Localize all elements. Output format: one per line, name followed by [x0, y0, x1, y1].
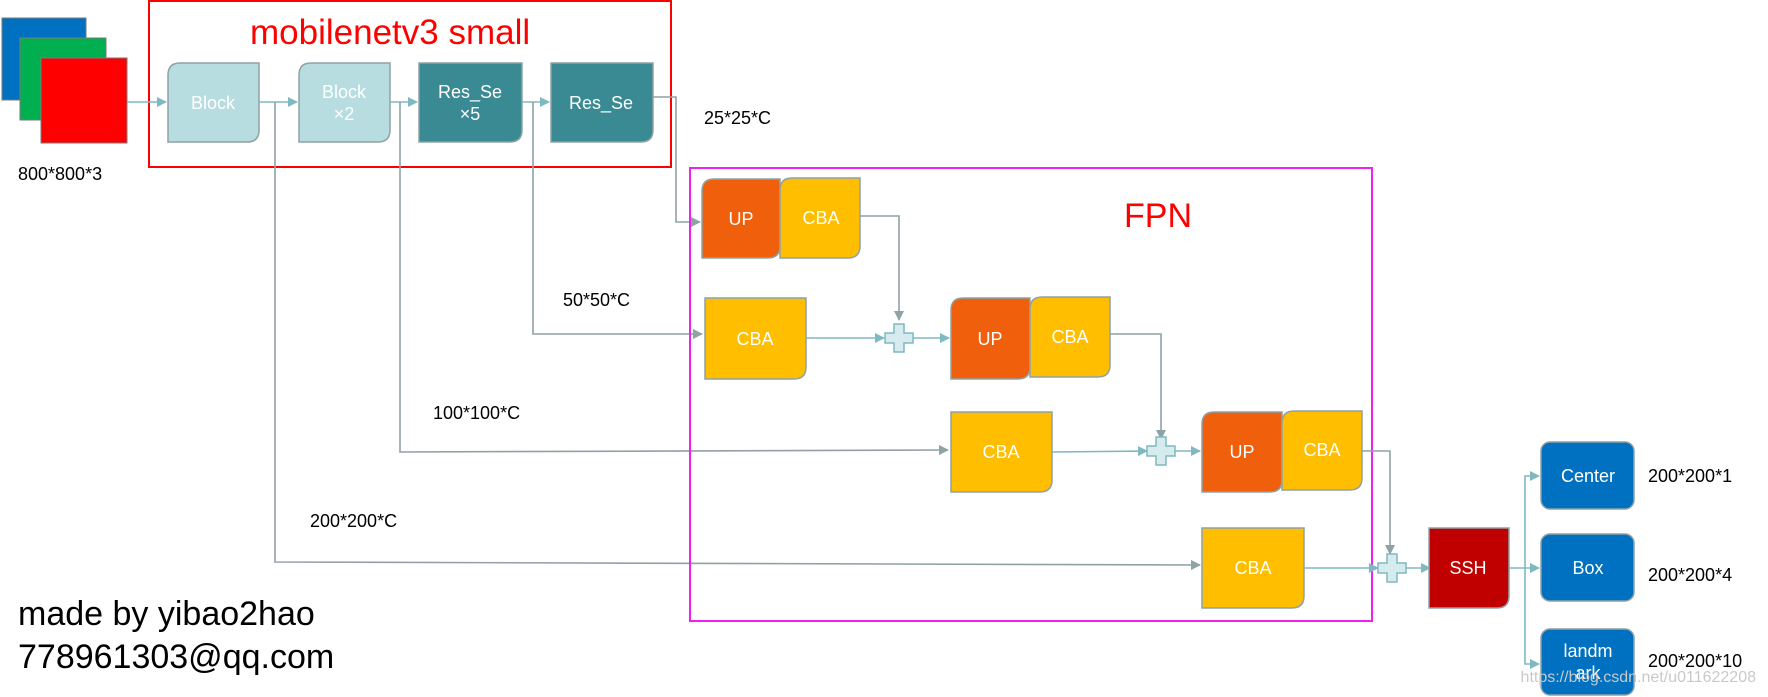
author-email: 778961303@qq.com	[18, 638, 335, 676]
head-center: Center	[1540, 441, 1635, 510]
fpn-up-2: UP	[950, 297, 1031, 380]
skip-connections	[274, 96, 1201, 570]
fpn-container	[689, 167, 1373, 622]
ssh-module: SSH	[1428, 527, 1510, 609]
backbone-block-3: Res_Se ×5	[418, 62, 523, 143]
fpn-title: FPN	[1124, 197, 1192, 235]
fpn-cba-lateral-2-label: CBA	[736, 329, 773, 349]
dim-label-50: 50*50*C	[563, 290, 630, 310]
author-name: made by yibao2hao	[18, 595, 315, 633]
fpn-cba-lateral-3-label: CBA	[982, 442, 1019, 462]
head-box-label: Box	[1572, 558, 1603, 578]
backbone-block-2-label: Block	[322, 82, 367, 102]
backbone-container	[148, 0, 672, 168]
fpn-add-icon-2	[1146, 436, 1176, 466]
fpn-up-2-label: UP	[977, 329, 1002, 349]
dim-label-200: 200*200*C	[310, 511, 397, 531]
fpn-cba-lateral-4: CBA	[1201, 527, 1305, 609]
fpn-up-3: UP	[1201, 411, 1283, 493]
head-landmark-label-line1: landm	[1563, 641, 1612, 661]
dim-label-100: 100*100*C	[433, 403, 520, 423]
head-box-dim: 200*200*4	[1648, 565, 1732, 585]
input-image-stack	[1, 17, 128, 144]
input-size-label: 800*800*3	[18, 164, 102, 184]
backbone-block-3-repeat: ×5	[460, 104, 481, 124]
head-landmark: landm ark	[1540, 628, 1635, 696]
fpn-up-3-label: UP	[1229, 442, 1254, 462]
fpn-up-1-label: UP	[728, 209, 753, 229]
fpn-cba-1: CBA	[779, 177, 861, 259]
fpn-cba-2: CBA	[1029, 296, 1111, 378]
fpn-cba-2-label: CBA	[1051, 327, 1088, 347]
backbone-block-2-repeat: ×2	[334, 104, 355, 124]
fpn-cba-3-label: CBA	[1303, 440, 1340, 460]
head-landmark-label-line2: ark	[1575, 663, 1601, 683]
fpn-flow-arrows	[806, 215, 1431, 573]
dim-label-25: 25*25*C	[704, 108, 771, 128]
backbone-block-1: Block	[167, 62, 260, 143]
fpn-cba-lateral-3: CBA	[950, 411, 1053, 493]
backbone-block-4-label: Res_Se	[569, 93, 633, 114]
head-center-label: Center	[1561, 466, 1615, 486]
backbone-block-3-label: Res_Se	[438, 82, 502, 103]
fpn-add-icon-3	[1377, 553, 1407, 583]
head-landmark-dim: 200*200*10	[1648, 651, 1742, 671]
fpn-cba-lateral-2: CBA	[704, 297, 807, 380]
ssh-head-arrows	[1509, 471, 1540, 669]
fpn-up-1: UP	[701, 178, 781, 259]
fpn-cba-lateral-4-label: CBA	[1234, 558, 1271, 578]
backbone-block-1-label: Block	[191, 93, 236, 113]
backbone-block-4: Res_Se	[550, 62, 654, 143]
fpn-add-icon-1	[884, 323, 914, 353]
input-channel-red	[40, 57, 128, 144]
backbone-title: mobilenetv3 small	[250, 13, 530, 52]
head-box: Box	[1540, 533, 1635, 602]
watermark: https://blog.csdn.net/u011622208	[1520, 669, 1756, 686]
fpn-cba-1-label: CBA	[802, 208, 839, 228]
head-center-dim: 200*200*1	[1648, 466, 1732, 486]
fpn-cba-3: CBA	[1281, 410, 1363, 491]
backbone-block-2: Block ×2	[298, 62, 391, 143]
ssh-label: SSH	[1449, 558, 1486, 578]
